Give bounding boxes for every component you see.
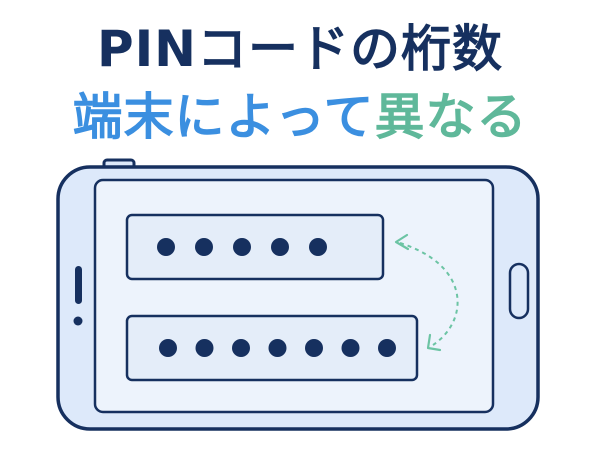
pin-dot	[341, 339, 360, 357]
pin-dot	[159, 339, 177, 357]
pin-dot	[232, 339, 250, 357]
pin-field-5-digits	[125, 213, 385, 281]
pin-dot	[309, 238, 327, 256]
phone-speaker-slot	[75, 266, 82, 304]
pin-dots-5	[157, 238, 327, 256]
headline-line-1: PINコードの桁数	[96, 20, 504, 78]
pin-dot	[195, 238, 213, 256]
arrow-head-top-icon	[394, 233, 410, 251]
pin-dot	[233, 238, 251, 256]
pin-dot	[157, 238, 175, 256]
pin-dot	[271, 238, 289, 256]
phone-camera-dot	[73, 316, 83, 326]
pin-dot	[268, 339, 287, 357]
pin-dot	[195, 339, 214, 357]
phone-home-button	[508, 262, 530, 320]
pin-dots-7	[159, 339, 396, 357]
arrow-head-bottom-icon	[426, 333, 442, 352]
headline-green-segment: 異なる	[374, 88, 528, 146]
headline-blue-segment: 端末によって	[72, 88, 375, 146]
pin-dot	[305, 339, 323, 357]
headline-line-2: 端末によって異なる	[0, 86, 600, 148]
pin-dot	[378, 339, 396, 357]
